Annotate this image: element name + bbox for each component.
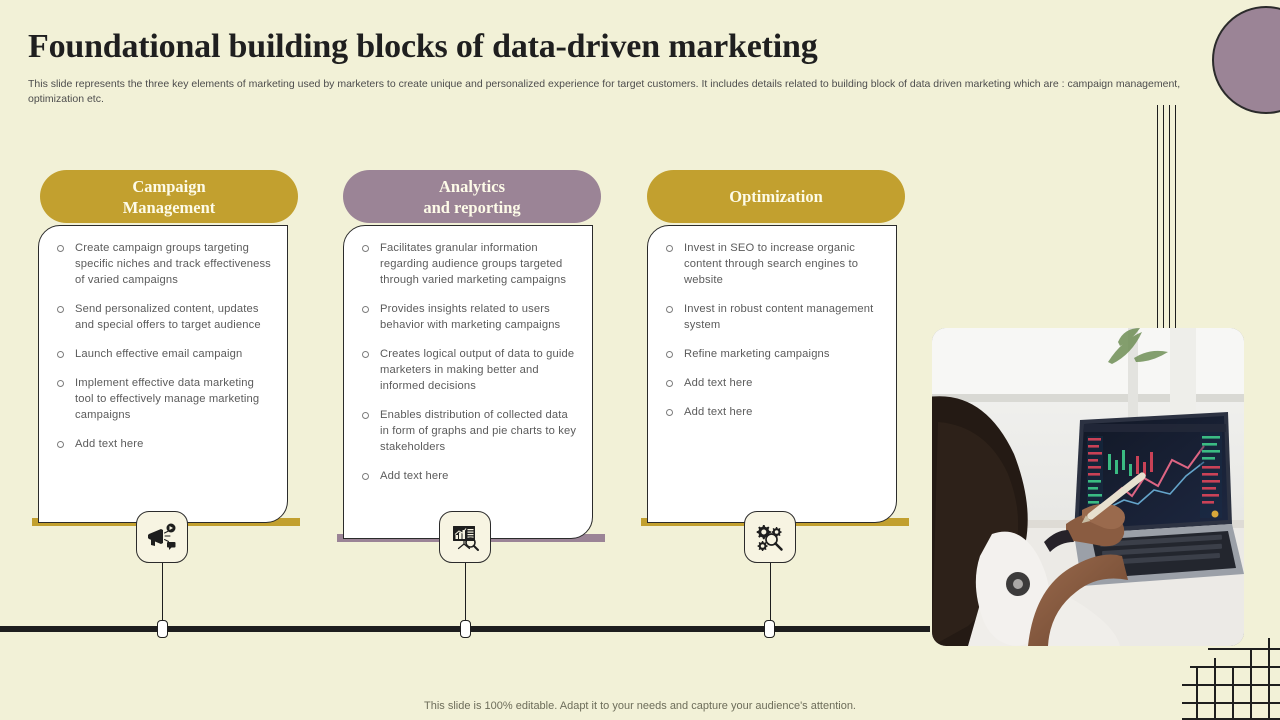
- badge-megaphone[interactable]: [136, 511, 188, 563]
- column-header-analytics[interactable]: Analytics and reporting: [343, 170, 601, 223]
- card-analytics-and-reporting: Facilitates granular information regardi…: [343, 225, 593, 539]
- column-optimization: Optimization Invest in SEO to increase o…: [641, 170, 909, 626]
- column-header-optimization[interactable]: Optimization: [647, 170, 905, 223]
- list-item: Add text here: [660, 375, 884, 391]
- badge-chart-search[interactable]: [439, 511, 491, 563]
- list-item: Invest in robust content management syst…: [660, 301, 884, 333]
- list-item: Add text here: [356, 468, 580, 484]
- footer-note: This slide is 100% editable. Adapt it to…: [424, 700, 856, 712]
- connector-stem-2: [465, 563, 466, 626]
- megaphone-icon: [146, 521, 178, 553]
- list-item: Facilitates granular information regardi…: [356, 240, 580, 288]
- column-heading-line1: Campaign: [132, 176, 206, 196]
- list-item: Add text here: [51, 436, 275, 452]
- decorative-grid: [1182, 638, 1280, 720]
- list-item: Launch effective email campaign: [51, 346, 275, 362]
- column-campaign-management: Campaign Management Create campaign grou…: [32, 170, 300, 626]
- connector-stem-3: [770, 563, 771, 626]
- list-item: Send personalized content, updates and s…: [51, 301, 275, 333]
- card-campaign-management: Create campaign groups targeting specifi…: [38, 225, 288, 523]
- bullet-list-analytics: Facilitates granular information regardi…: [356, 240, 580, 484]
- list-item: Enables distribution of collected data i…: [356, 407, 580, 455]
- connector-stem-1: [162, 563, 163, 626]
- card-optimization: Invest in SEO to increase organic conten…: [647, 225, 897, 523]
- column-heading-line2: Management: [122, 197, 216, 217]
- list-item: Create campaign groups targeting specifi…: [51, 240, 275, 288]
- chart-search-icon: [449, 521, 481, 553]
- column-analytics-and-reporting: Analytics and reporting Facilitates gran…: [337, 170, 605, 626]
- list-item: Add text here: [660, 404, 884, 420]
- list-item: Provides insights related to users behav…: [356, 301, 580, 333]
- rail-node-3[interactable]: [764, 620, 775, 638]
- rail-node-1[interactable]: [157, 620, 168, 638]
- list-item: Implement effective data marketing tool …: [51, 375, 275, 423]
- decorative-vertical-lines: [1157, 105, 1177, 333]
- rail-node-2[interactable]: [460, 620, 471, 638]
- list-item: Invest in SEO to increase organic conten…: [660, 240, 884, 288]
- column-header-campaign-management[interactable]: Campaign Management: [40, 170, 298, 223]
- list-item: Creates logical output of data to guide …: [356, 346, 580, 394]
- column-heading-line1: Analytics: [439, 176, 505, 196]
- badge-gears-search[interactable]: [744, 511, 796, 563]
- list-item: Refine marketing campaigns: [660, 346, 884, 362]
- column-heading-line2: and reporting: [423, 197, 521, 217]
- bullet-list-campaign: Create campaign groups targeting specifi…: [51, 240, 275, 452]
- page-subtitle: This slide represents the three key elem…: [28, 78, 1181, 105]
- page-title: Foundational building blocks of data-dri…: [28, 28, 818, 65]
- gears-search-icon: [754, 521, 786, 553]
- bullet-list-optimization: Invest in SEO to increase organic conten…: [660, 240, 884, 420]
- illustration-photo: [932, 328, 1244, 646]
- column-heading-line1: Optimization: [729, 187, 823, 206]
